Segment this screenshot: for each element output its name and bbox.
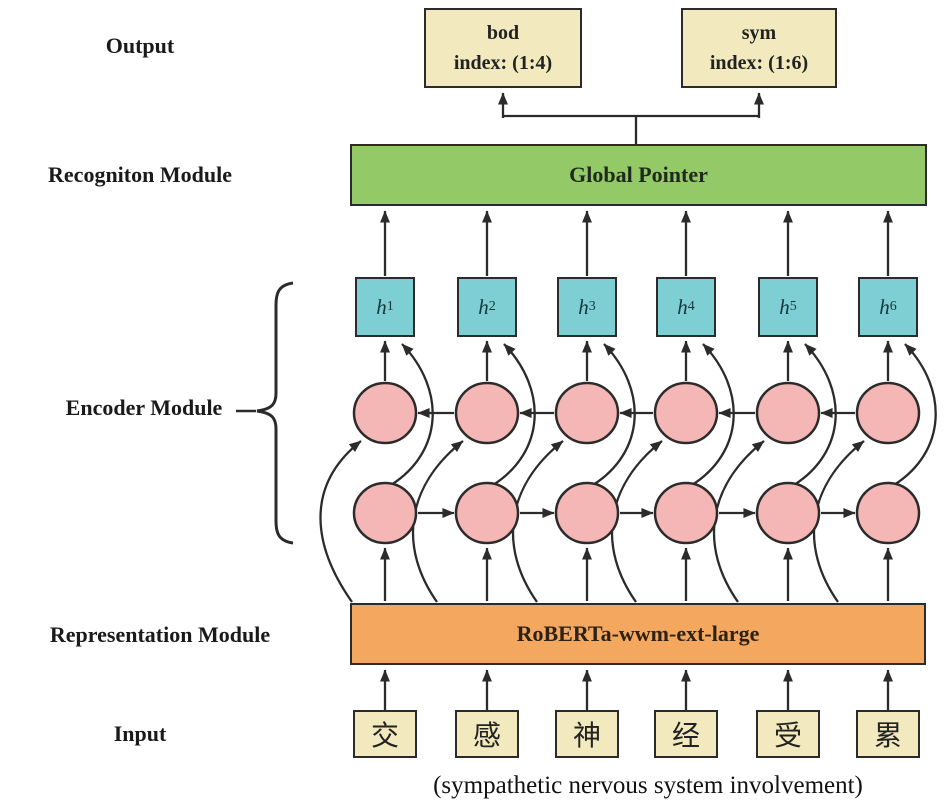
- output-box-bod: bod index: (1:4): [424, 8, 582, 88]
- curve-forward-cell-to-h: [492, 343, 536, 486]
- input-token-box-1: 交: [353, 710, 417, 758]
- output-entity-label: bod: [486, 22, 520, 44]
- label-output: Output: [105, 33, 175, 58]
- backward-lstm-cell-3: [554, 381, 620, 445]
- hidden-state-symbol: h: [578, 294, 589, 319]
- output-box-sym: sym index: (1:6): [681, 8, 837, 88]
- input-token-box-4: 经: [654, 710, 718, 758]
- backward-lstm-cell-4: [653, 381, 719, 445]
- curve-roberta-to-backward-cell: [511, 440, 564, 603]
- input-token-box-5: 受: [756, 710, 820, 758]
- forward-lstm-cell-6: [855, 481, 921, 545]
- curve-forward-cell-to-h: [592, 343, 636, 486]
- curve-forward-cell-to-h: [691, 343, 735, 486]
- hidden-state-symbol: h: [779, 294, 790, 319]
- curve-roberta-to-backward-cell: [319, 440, 362, 603]
- encoder-module-brace: [256, 281, 294, 545]
- output-index-label: index: (1:4): [453, 52, 553, 74]
- hidden-state-symbol: h: [478, 294, 489, 319]
- output-index-label: index: (1:6): [709, 52, 809, 74]
- backward-lstm-cell-2: [454, 381, 520, 445]
- roberta-box: RoBERTa-wwm-ext-large: [350, 603, 926, 665]
- label-input: Input: [113, 721, 167, 746]
- curve-roberta-to-backward-cell: [610, 440, 663, 603]
- input-token-box-2: 感: [455, 710, 519, 758]
- input-token-box-3: 神: [555, 710, 619, 758]
- forward-lstm-cell-4: [653, 481, 719, 545]
- backward-lstm-cell-5: [755, 381, 821, 445]
- hidden-state-symbol: h: [879, 294, 890, 319]
- curve-forward-cell-to-h: [390, 343, 434, 486]
- curve-roberta-to-backward-cell: [411, 440, 464, 603]
- backward-lstm-cell-1: [352, 381, 418, 445]
- forward-lstm-cell-3: [554, 481, 620, 545]
- label-recognition-module: Recogniton Module: [48, 162, 232, 187]
- curve-forward-cell-to-h: [893, 343, 937, 486]
- forward-lstm-cell-2: [454, 481, 520, 545]
- backward-lstm-cell-6: [855, 381, 921, 445]
- forward-lstm-cell-1: [352, 481, 418, 545]
- input-token-box-6: 累: [856, 710, 920, 758]
- curve-forward-cell-to-h: [793, 343, 837, 486]
- output-entity-label: sym: [741, 22, 777, 44]
- curve-roberta-to-backward-cell: [812, 440, 865, 603]
- label-representation-module: Representation Module: [49, 622, 271, 647]
- input-translation-caption: (sympathetic nervous system involvement): [433, 772, 863, 799]
- hidden-state-symbol: h: [376, 294, 387, 319]
- hidden-state-symbol: h: [677, 294, 688, 319]
- global-pointer-box: Global Pointer: [350, 144, 927, 206]
- curve-roberta-to-backward-cell: [712, 440, 765, 603]
- forward-lstm-cell-5: [755, 481, 821, 545]
- label-encoder-module: Encoder Module: [65, 395, 223, 420]
